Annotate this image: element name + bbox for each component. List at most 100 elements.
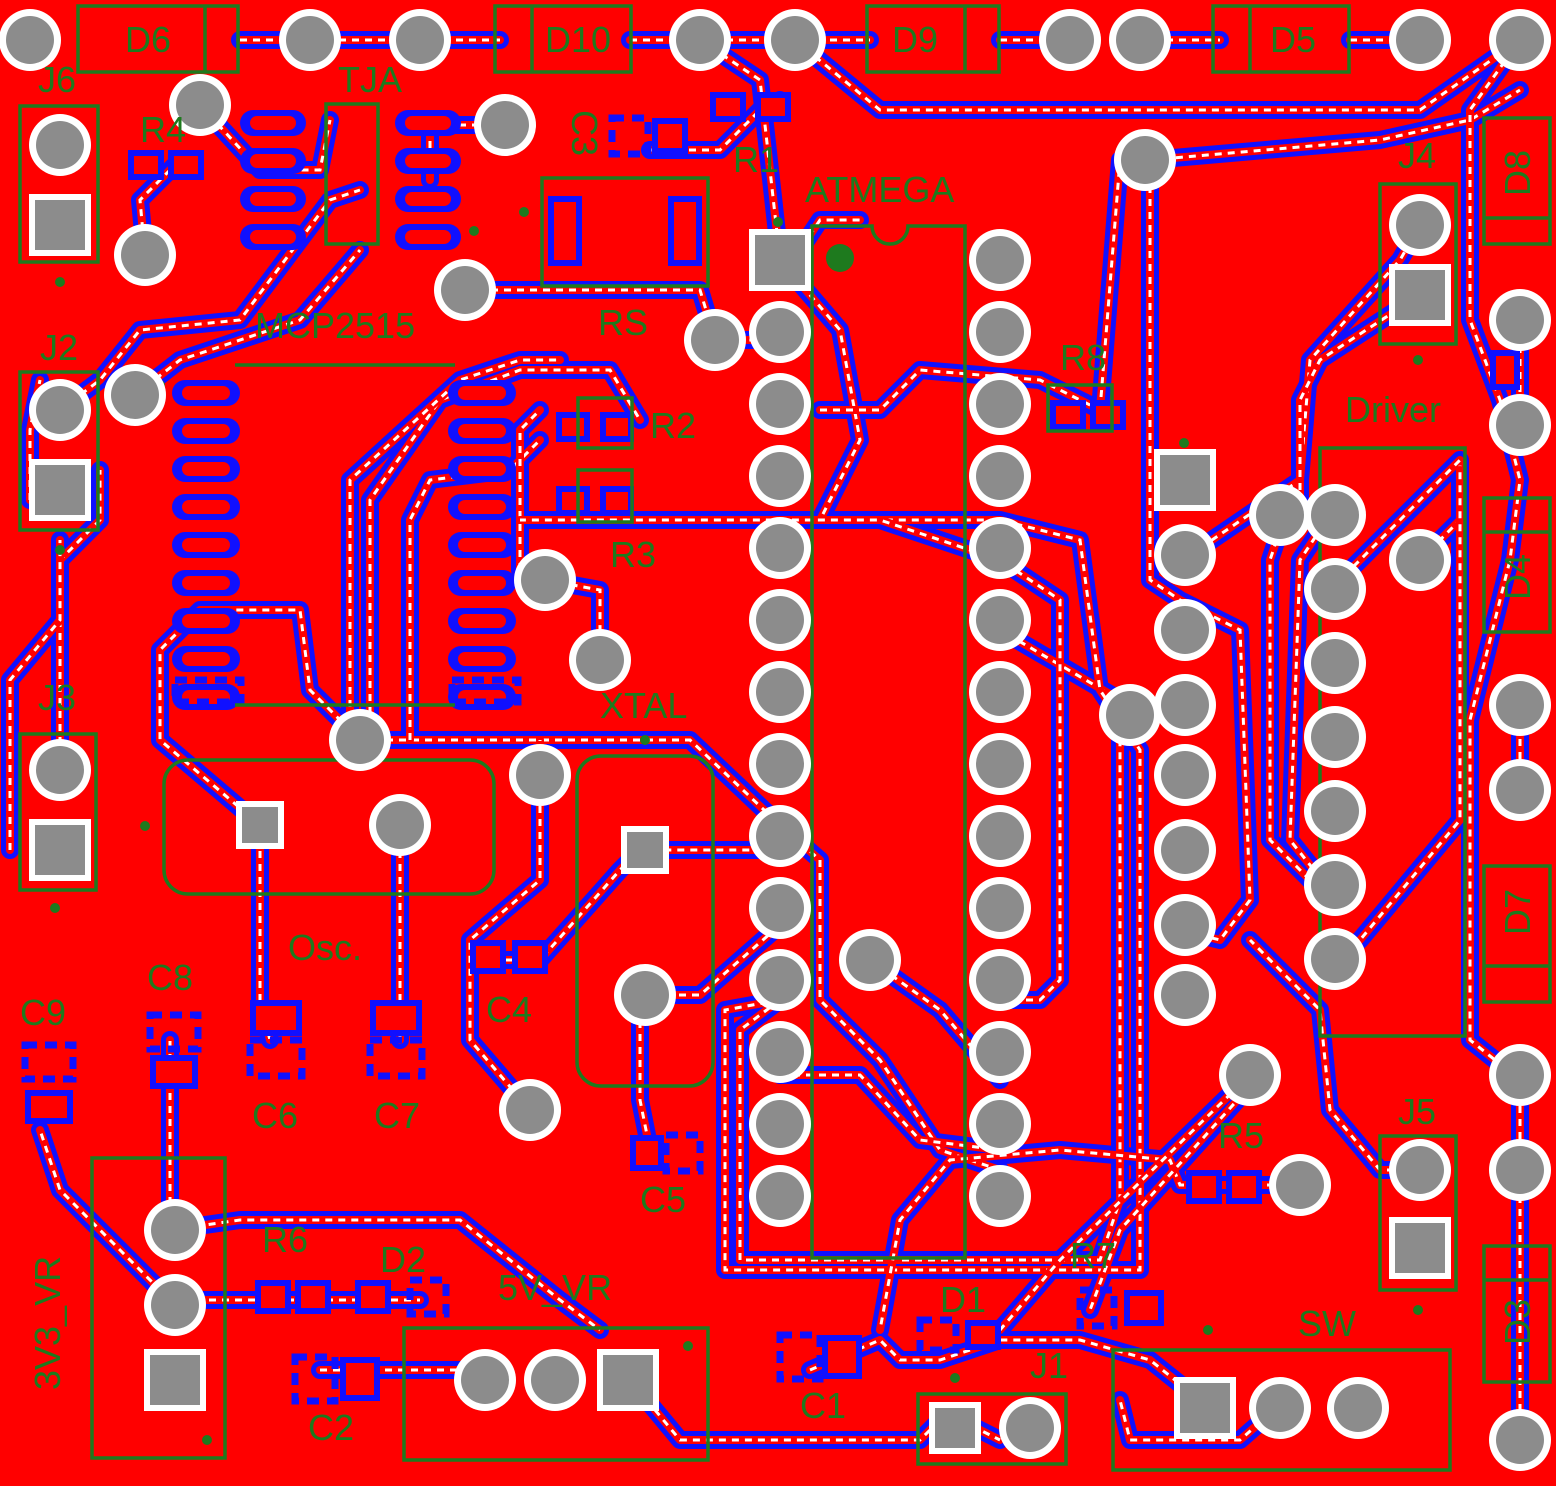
round-pad-core xyxy=(756,524,804,572)
round-pad-core xyxy=(151,1281,199,1329)
smd-pad-inner xyxy=(518,946,542,968)
smd-pad xyxy=(146,1011,202,1053)
ic-pin-inner xyxy=(250,116,296,130)
smd-pad xyxy=(662,1131,704,1175)
label-j3: J3 xyxy=(38,677,76,718)
round-pad-core xyxy=(756,740,804,788)
copper-trace-highlight xyxy=(699,38,862,521)
label-c2: C2 xyxy=(308,1407,354,1448)
smd-pad xyxy=(291,1353,339,1405)
round-pad-core xyxy=(976,308,1024,356)
round-pad-core xyxy=(1311,713,1359,761)
round-pad-core xyxy=(1161,901,1209,949)
ic-pin-inner xyxy=(182,614,230,628)
round-pad-core xyxy=(1311,861,1359,909)
round-pad-core xyxy=(756,380,804,428)
label-sw: SW xyxy=(1298,1303,1356,1344)
label-r4: R4 xyxy=(140,109,186,150)
ic-pin-inner xyxy=(458,614,506,628)
smd-pad-inner xyxy=(476,946,500,968)
label-d8-top: D8 xyxy=(1497,150,1538,196)
smd-pad xyxy=(366,1036,426,1080)
square-pad-core xyxy=(627,832,663,868)
label-d7: D7 xyxy=(1497,889,1538,935)
label-c4: C4 xyxy=(486,989,532,1030)
smd-pad xyxy=(916,1316,960,1354)
label-d6: D6 xyxy=(125,19,171,60)
copper-trace-highlight xyxy=(169,1218,601,1332)
round-pad-core xyxy=(976,452,1024,500)
round-pad-core xyxy=(1121,136,1169,184)
round-pad-core xyxy=(1334,1384,1382,1432)
square-pad-core xyxy=(242,807,278,843)
round-pad-core xyxy=(1496,16,1544,64)
round-pad-core xyxy=(1106,691,1154,739)
copper-trace-highlight xyxy=(794,38,1521,112)
round-pad-core xyxy=(531,1356,579,1404)
round-pad-core xyxy=(976,1172,1024,1220)
ic-pin-inner xyxy=(405,154,451,168)
copper-trace-highlight xyxy=(738,628,1122,1262)
round-pad-core xyxy=(336,716,384,764)
round-pad-core xyxy=(756,308,804,356)
ic-pin-inner xyxy=(182,652,230,666)
smd-pad-inner xyxy=(1056,406,1080,424)
smd-pad-inner xyxy=(256,1006,296,1030)
copper-trace-highlight xyxy=(360,738,1001,1172)
copper-trace-highlight xyxy=(638,995,652,1151)
label-osc: Osc. xyxy=(288,927,362,968)
round-pad-core xyxy=(691,316,739,364)
smd-pad xyxy=(1076,1286,1118,1330)
copper-trace-highlight xyxy=(1468,39,1522,1082)
round-pad-core xyxy=(1496,296,1544,344)
label-layer: D6 D10 D9 D5 J6 TJA R4 C3 R1 ATMEGA J4 D… xyxy=(20,19,1538,1448)
smd-pad-inner xyxy=(174,156,198,174)
round-pad-core xyxy=(286,16,334,64)
label-r8: R8 xyxy=(1060,337,1106,378)
label-d1: D1 xyxy=(940,1279,986,1320)
ic-pin-inner xyxy=(250,154,296,168)
smd-pad-inner xyxy=(606,492,628,510)
label-d3: D3 xyxy=(1497,1299,1538,1345)
ic-pin-inner xyxy=(182,576,230,590)
smd-pad xyxy=(171,676,245,706)
round-pad-core xyxy=(976,1028,1024,1076)
round-pad-core xyxy=(1311,565,1359,613)
ic-pin-inner xyxy=(458,576,506,590)
round-pad-core xyxy=(516,751,564,799)
label-tja: TJA xyxy=(338,59,402,100)
smd-pad-inner xyxy=(562,492,584,510)
round-pad-core xyxy=(1496,401,1544,449)
round-pad-core xyxy=(976,236,1024,284)
round-pad-core xyxy=(756,1028,804,1076)
label-j4: J4 xyxy=(1398,135,1436,176)
round-pad-core xyxy=(1396,1146,1444,1194)
copper-trace-highlight xyxy=(780,1073,1001,1152)
round-pad-core xyxy=(756,1100,804,1148)
label-j6: J6 xyxy=(38,59,76,100)
round-pad-core xyxy=(976,1100,1024,1148)
copper-trace-highlight xyxy=(58,470,102,770)
smd-pad-inner xyxy=(31,1096,67,1118)
round-pad-core xyxy=(176,81,224,129)
copper-trace-highlight xyxy=(809,1338,1201,1402)
round-pad-core xyxy=(461,1356,509,1404)
copper-trace-highlight xyxy=(1148,160,1252,942)
smd-pad-inner xyxy=(346,1363,374,1395)
copper-trace-highlight xyxy=(723,518,1142,1272)
round-pad-core xyxy=(1046,16,1094,64)
label-c9: C9 xyxy=(20,992,66,1033)
round-pad-core xyxy=(1311,491,1359,539)
smd-pad-inner xyxy=(716,98,740,116)
copper-trace-highlight xyxy=(998,1073,1252,1331)
round-pad-core xyxy=(1311,639,1359,687)
round-pad-core xyxy=(1496,1146,1544,1194)
copper-trace-highlight xyxy=(820,368,1101,412)
copper-trace-highlight xyxy=(1268,514,1312,882)
round-pad-core xyxy=(1276,1161,1324,1209)
smd-pad-inner xyxy=(828,1341,856,1373)
smd-pad-inner xyxy=(376,1006,416,1030)
smd-pad-inner xyxy=(554,202,576,260)
label-driver: Driver xyxy=(1345,389,1441,430)
